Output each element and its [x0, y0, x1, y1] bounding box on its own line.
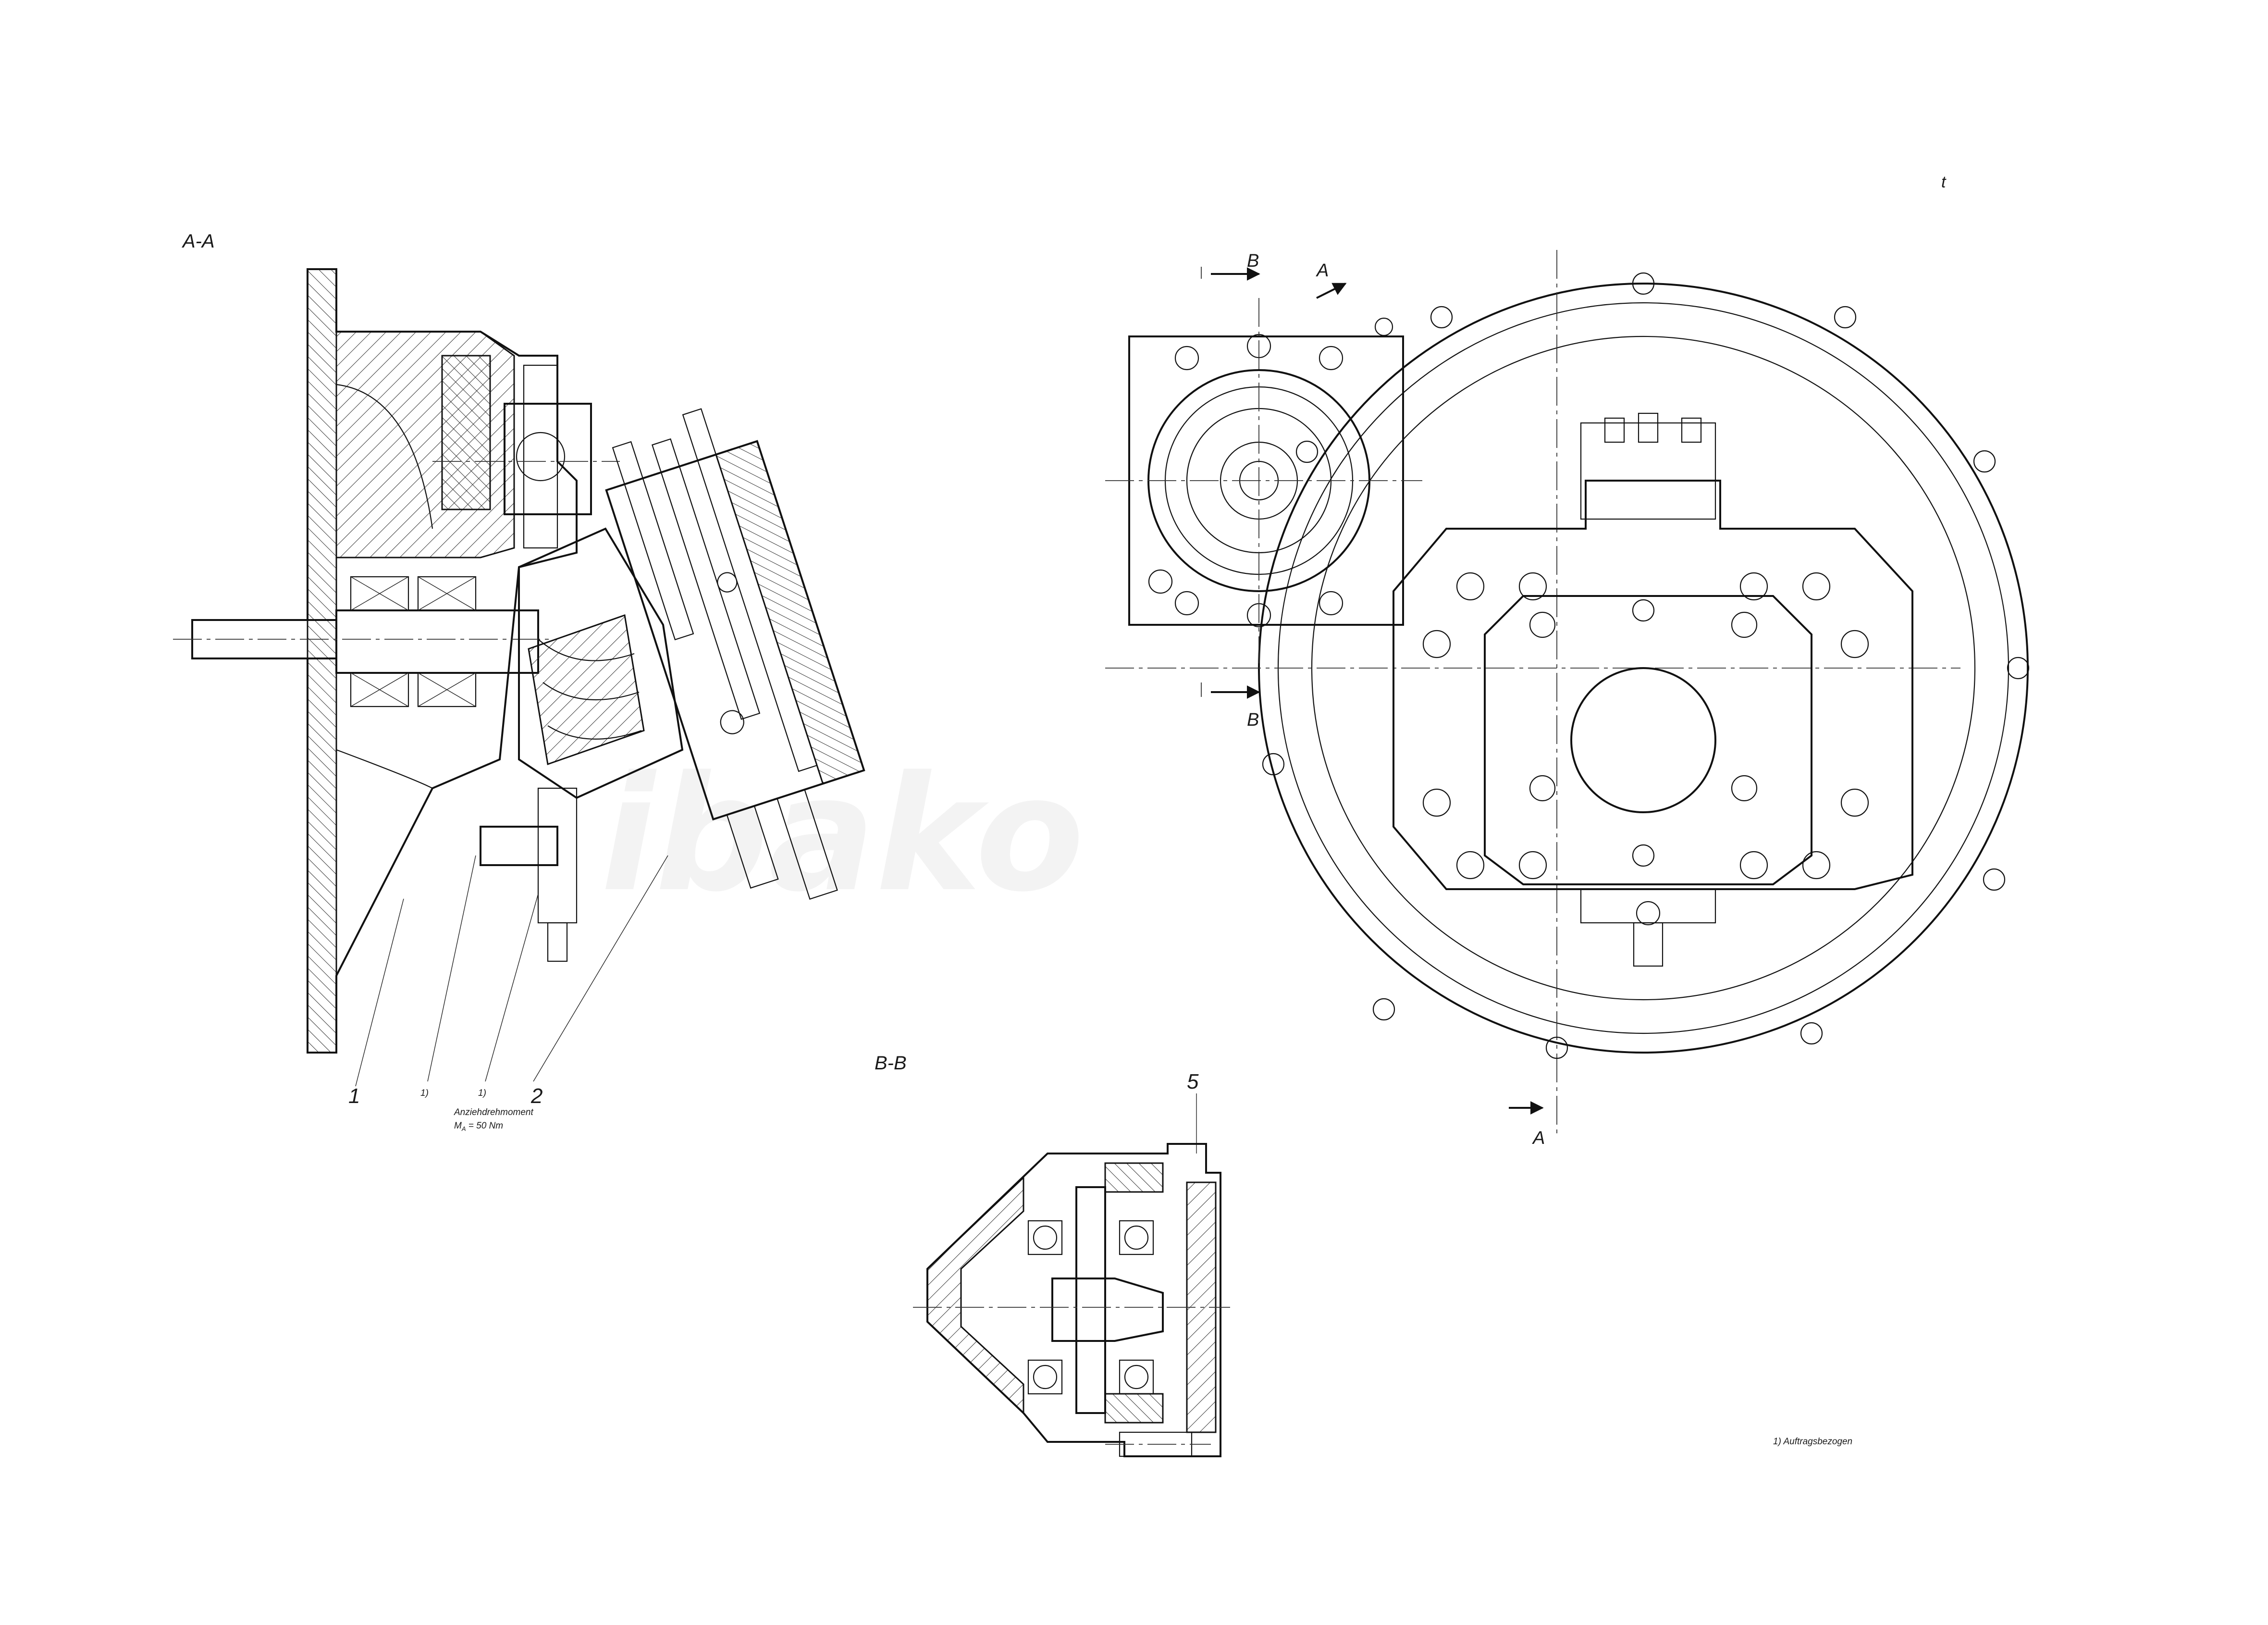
corner-mark: t: [1941, 173, 1947, 191]
bearing-pack-left: [350, 576, 477, 707]
cut-a-bottom: A: [1532, 1128, 1545, 1148]
control-block: [605, 408, 865, 900]
section-bb-view: B-B 5: [875, 1053, 1230, 1457]
cut-a-top: A: [1316, 260, 1329, 281]
callout-5: 5: [1187, 1070, 1199, 1093]
section-aa-view: A-A: [173, 231, 865, 1132]
bolt-circle: [1262, 272, 2030, 1059]
callout-2: 2: [530, 1084, 542, 1108]
callout-1: 1: [348, 1084, 360, 1108]
cut-b-top: B: [1247, 251, 1259, 271]
section-bb-title: B-B: [875, 1053, 907, 1074]
footnote: 1) Auftragsbezogen: [1773, 1437, 1852, 1447]
torque-note: Anziehdrehmoment: [454, 1107, 533, 1117]
cut-b-bottom: B: [1247, 710, 1259, 730]
pump-bolts: [1422, 572, 1869, 880]
torque-value: MA = 50 Nm: [454, 1121, 503, 1132]
section-aa-title: A-A: [182, 231, 215, 252]
callout-footnote-b: 1): [478, 1088, 486, 1098]
front-view: B B A A: [1105, 250, 2030, 1148]
callout-footnote-a: 1): [420, 1088, 429, 1098]
